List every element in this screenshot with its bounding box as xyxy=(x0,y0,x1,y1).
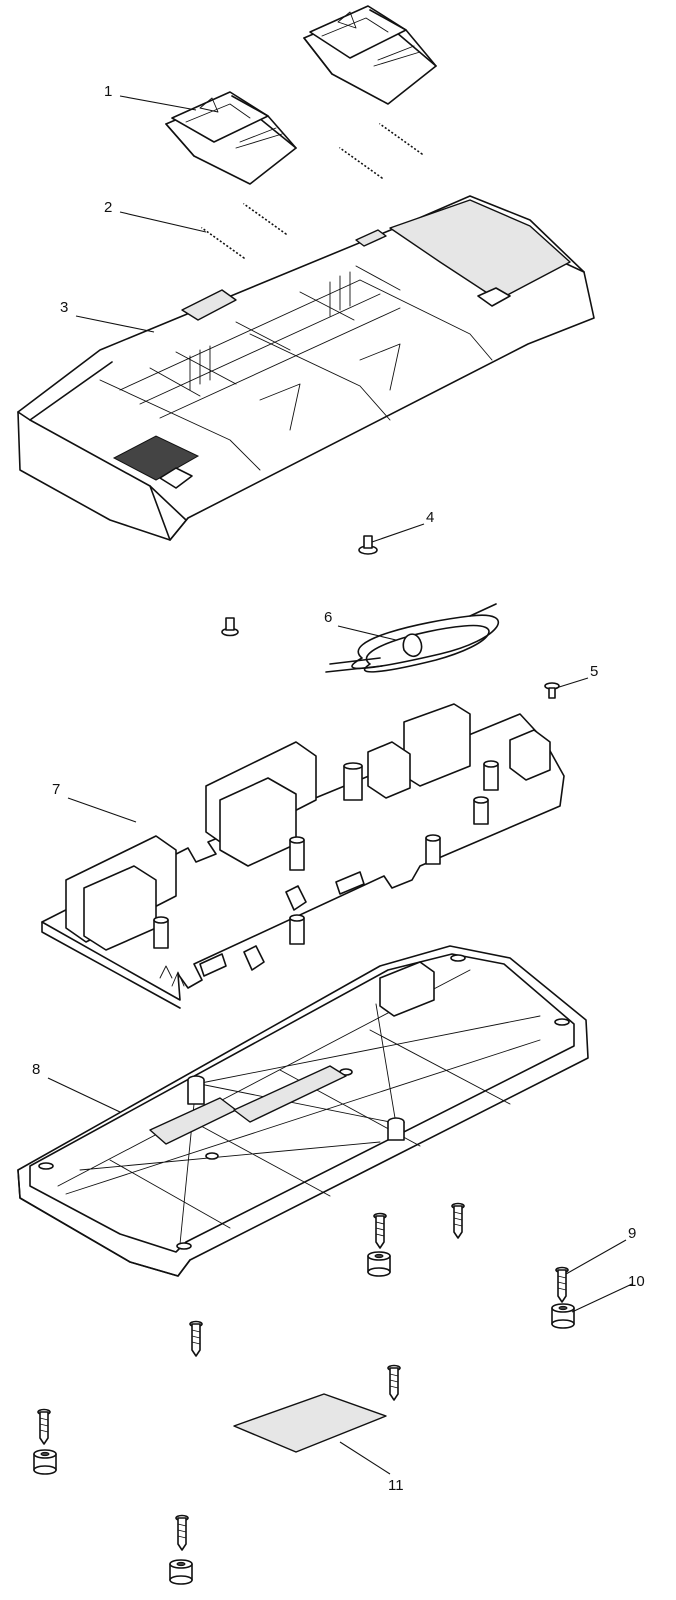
spring-d xyxy=(379,122,423,156)
spring-b xyxy=(243,202,287,236)
screw-loose xyxy=(221,617,239,637)
callout-2: 2 xyxy=(104,199,112,216)
circuit-board xyxy=(41,703,565,1009)
callout-3: 3 xyxy=(60,299,68,316)
upper-housing xyxy=(17,195,595,541)
callout-10: 10 xyxy=(628,1273,645,1290)
callout-11: 11 xyxy=(388,1477,404,1494)
label-plate xyxy=(233,1393,387,1453)
spring-c xyxy=(339,146,383,180)
callout-9: 9 xyxy=(628,1225,636,1242)
screw-9 xyxy=(555,1266,569,1303)
screw-set xyxy=(37,1202,465,1551)
callout-5: 5 xyxy=(590,663,598,680)
rubber-foot-10 xyxy=(551,1303,575,1329)
base-housing xyxy=(17,945,589,1277)
callout-4: 4 xyxy=(426,509,434,526)
screw-4 xyxy=(358,535,378,555)
screw-5 xyxy=(544,682,560,699)
wire-bundle xyxy=(325,603,500,673)
spring-a xyxy=(201,226,245,260)
callout-8: 8 xyxy=(32,1061,40,1078)
callout-6: 6 xyxy=(324,609,332,626)
slider-button-left xyxy=(165,91,297,185)
slider-button-right xyxy=(303,5,437,105)
callout-7: 7 xyxy=(52,781,60,798)
rubber-foot-set xyxy=(33,1251,391,1585)
callout-1: 1 xyxy=(104,83,112,100)
leader-lines xyxy=(47,95,633,1475)
